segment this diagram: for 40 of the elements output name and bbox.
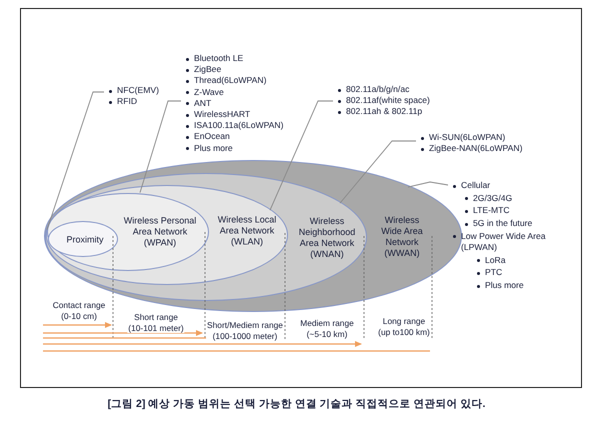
list-item: WirelessHART (185, 109, 295, 120)
leader-line (270, 100, 334, 211)
list-item: 802.11a/b/g/n/ac (337, 84, 447, 96)
list-item: Thread(6LoWPAN) (185, 75, 295, 87)
list-item: LTE-MTC (464, 205, 564, 217)
network-label: Wireless Wide Area Network (WWAN) (380, 215, 424, 259)
network-label: Wireless Local Area Network (WLAN) (216, 214, 278, 248)
list-item: ANT (185, 98, 295, 110)
list-item: Z-Wave (185, 86, 295, 98)
network-label: Wireless Neighborhood Area Network (WNAN) (298, 216, 356, 260)
list-item: 802.11af(white space) (337, 95, 447, 106)
list-item: ISA100.11a(6LoWPAN) (185, 120, 295, 132)
network-label: Wireless Personal Area Network (WPAN) (122, 216, 198, 248)
list-item: ZigBee (185, 64, 295, 76)
list-item: Plus more (476, 280, 564, 292)
list-item: NFC(EMV) (108, 85, 178, 96)
list-item: 2G/3G/4G (464, 192, 564, 204)
list-item: Plus more (185, 142, 295, 154)
list-item: Low Power Wide Area (LPWAN) (452, 230, 564, 254)
list-item: RFID (108, 96, 178, 108)
list-item: PTC (476, 267, 564, 279)
list-item: Wi-SUN(6LoWPAN) (420, 132, 540, 144)
list-item: Bluetooth LE (185, 53, 295, 64)
range-label: Short range (10-101 meter) (127, 312, 185, 333)
list-item: 5G in the future (464, 218, 564, 230)
list-item: 802.11ah & 802.11p (337, 106, 447, 118)
network-ellipse (48, 221, 118, 257)
list-item: Cellular (452, 180, 564, 192)
leader-line (408, 182, 448, 188)
list-item: EnOcean (185, 131, 295, 143)
list-item: ZigBee-NAN(6LoWPAN) (420, 143, 540, 154)
network-label: Proximity (65, 234, 104, 246)
leader-line (340, 140, 416, 204)
caption: [그림 2] 예상 가동 범위는 선택 가능한 연결 기술과 직접적으로 연관되어 있다. (106, 397, 486, 411)
range-label: Long range (up to100 km) (377, 316, 431, 337)
list-item: LoRa (476, 254, 564, 266)
range-label: Contact range (0-10 cm) (52, 300, 106, 321)
range-label: Mediem range (~5-10 km) (299, 318, 355, 339)
leader-line (46, 92, 104, 230)
range-label: Short/Mediem range (100-1000 meter) (206, 320, 284, 341)
